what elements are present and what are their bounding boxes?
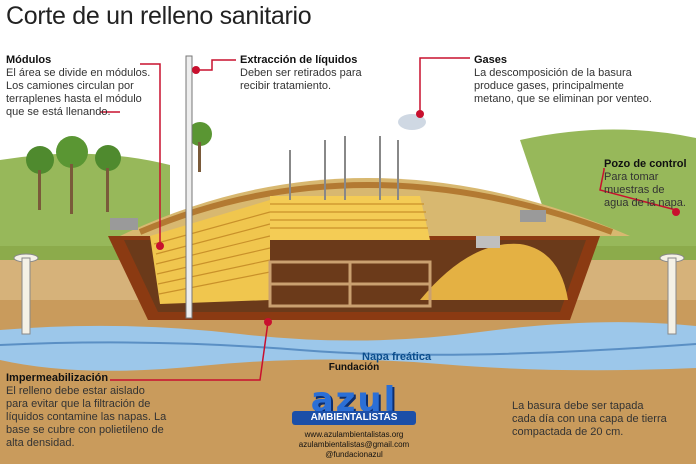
label-gases: Gases La descomposición de la basura pro… <box>474 54 674 106</box>
extraction-pipe <box>185 55 193 319</box>
callout-lines <box>100 57 677 381</box>
left-hill <box>0 153 170 258</box>
truck-left <box>110 218 138 230</box>
trees <box>26 122 212 214</box>
label-impermeabilizacion-heading: Impermeabilización <box>6 372 109 384</box>
compactor <box>476 236 500 248</box>
logo-ambientalistas: AMBIENTALISTAS <box>292 411 416 425</box>
label-extraccion: Extracción de líquidos Deben ser retirad… <box>240 54 390 93</box>
label-extraccion-heading: Extracción de líquidos <box>240 54 358 66</box>
cover-soil-line <box>138 182 614 235</box>
label-gases-text: La descomposición de la basura produce g… <box>474 67 652 105</box>
top-stripes <box>270 203 428 229</box>
module-stripes <box>153 211 271 295</box>
top-layer <box>270 196 430 240</box>
page-title: Corte de un relleno sanitario <box>6 2 312 30</box>
truck-right <box>520 210 546 222</box>
label-impermeabilizacion-text: El relleno debe estar aislado para evita… <box>6 385 167 449</box>
label-pozo-heading: Pozo de control <box>604 158 687 170</box>
label-modulos-text: El área se divide en módulos. Los camion… <box>6 67 151 118</box>
label-extraccion-text: Deben ser retirados para recibir tratami… <box>240 67 362 92</box>
label-modulos: Módulos El área se divide en módulos. Lo… <box>6 54 166 119</box>
callout-dots <box>156 66 680 326</box>
logo-website: www.azulambientalistas.org <box>304 430 404 439</box>
label-gases-heading: Gases <box>474 54 508 66</box>
foundation-logo: Fundación azul AMBIENTALISTAS www.azulam… <box>284 360 424 464</box>
drain-grid <box>268 260 432 308</box>
gas-cloud <box>398 114 426 130</box>
gas-vent-pipes <box>289 136 399 200</box>
label-napa-freatica: Napa freática <box>362 351 432 363</box>
control-well-right <box>659 253 685 335</box>
label-pozo-text: Para tomar muestras de agua de la napa. <box>604 171 686 209</box>
label-impermeabilizacion: Impermeabilización El relleno debe estar… <box>6 372 221 450</box>
logo-handle: @fundacionazul <box>325 450 383 459</box>
label-basura-cubierta: La basura debe ser tapada cada día con u… <box>512 400 667 438</box>
label-modulos-heading: Módulos <box>6 54 52 66</box>
logo-fundacion: Fundación <box>328 362 380 373</box>
control-well-left <box>13 253 39 335</box>
label-pozo: Pozo de control Para tomar muestras de a… <box>604 158 696 210</box>
water-table <box>0 322 696 371</box>
logo-email: azulambientalistas@gmail.com <box>298 440 410 449</box>
garbage-pile <box>420 243 568 300</box>
water-line <box>0 341 696 356</box>
